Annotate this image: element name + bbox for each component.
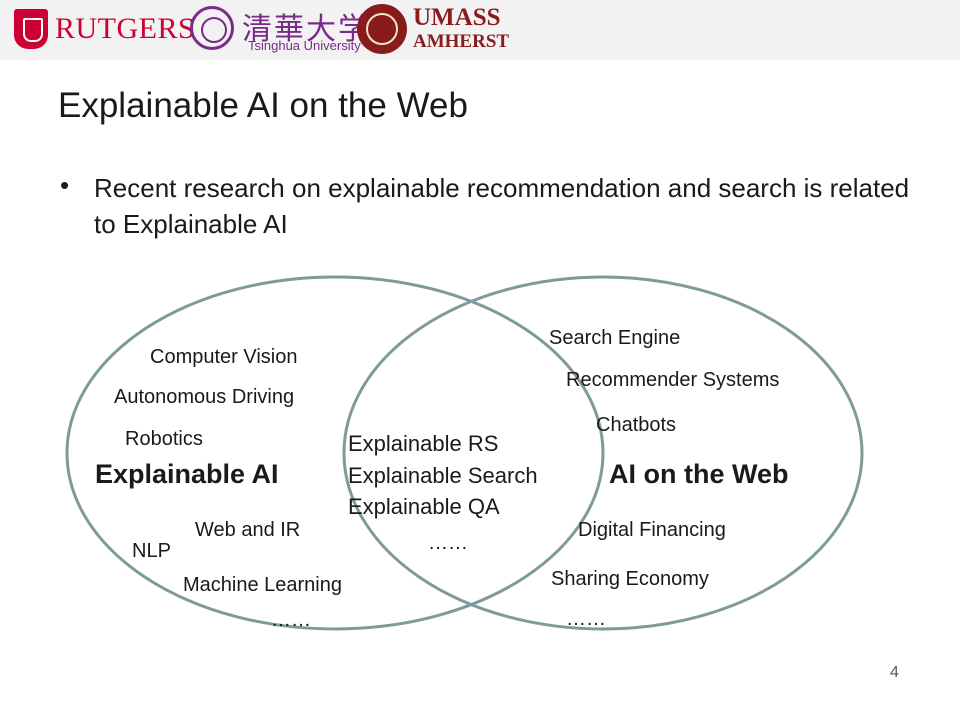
tsinghua-seal-icon	[190, 6, 234, 50]
page-number: 4	[890, 664, 899, 681]
right-circle	[342, 275, 864, 631]
venn-overlap-item: Explainable Search	[348, 463, 538, 488]
umass-logo: UMASS	[413, 4, 501, 31]
venn-left-item: Machine Learning	[183, 574, 342, 596]
venn-left-title: Explainable AI	[95, 459, 279, 489]
tsinghua-english-name: Tsinghua University	[248, 38, 361, 53]
venn-left-item: NLP	[132, 540, 171, 562]
umass-amherst-logo: AMHERST	[413, 31, 510, 52]
venn-left-item: ……	[271, 609, 311, 631]
bullet-marker: •	[60, 170, 70, 200]
venn-left-item: Autonomous Driving	[114, 386, 295, 408]
venn-right-item: Recommender Systems	[566, 369, 780, 391]
bullet-text: Recent research on explainable recommend…	[94, 173, 910, 239]
rutgers-shield-icon	[14, 9, 48, 49]
venn-right-item: Sharing Economy	[551, 568, 709, 590]
venn-overlap-item: Explainable RS	[348, 431, 499, 456]
venn-right-item: Chatbots	[596, 414, 677, 436]
venn-right-item: Digital Financing	[578, 519, 726, 541]
logo-banner: RUTGERS 清華大学 Tsinghua University UMASS A…	[0, 0, 960, 60]
slide-title: Explainable AI on the Web	[58, 86, 468, 125]
rutgers-logo: RUTGERS	[55, 12, 196, 45]
venn-right-item: ……	[566, 608, 606, 630]
venn-right-item: Search Engine	[549, 327, 681, 349]
venn-left-item: Web and IR	[195, 519, 301, 541]
venn-overlap-item: ……	[428, 532, 468, 554]
venn-left-item: Computer Vision	[150, 346, 298, 368]
left-circle	[65, 275, 605, 631]
umass-seal-icon	[357, 4, 407, 54]
tsinghua-chinese-name: 清華大学	[242, 12, 370, 47]
venn-right-title: AI on the Web	[609, 459, 789, 489]
venn-left-item: Robotics	[125, 428, 203, 450]
venn-overlap-item: Explainable QA	[348, 494, 500, 519]
